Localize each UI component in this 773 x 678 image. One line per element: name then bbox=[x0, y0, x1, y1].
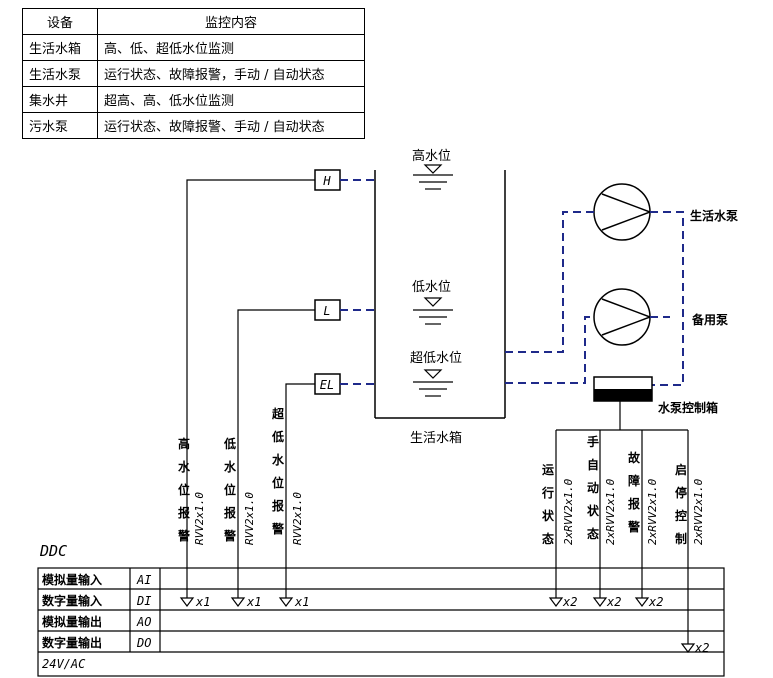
table-cell-device: 生活水箱 bbox=[22, 34, 98, 61]
table-header-content: 监控内容 bbox=[97, 8, 365, 35]
terminal-multiplier: x1 bbox=[195, 595, 210, 609]
io-row-name: 数字量输出 bbox=[42, 635, 102, 650]
signal-label: 高 水 位 报 警 bbox=[177, 436, 194, 543]
sensor-high: H bbox=[314, 169, 341, 191]
sensor-dashed-links bbox=[340, 179, 375, 385]
pump-main bbox=[593, 183, 653, 241]
ddc-label: DDC bbox=[39, 542, 67, 560]
cable-label: 2xRVV2x1.0 bbox=[604, 478, 617, 545]
cable-label: 2xRVV2x1.0 bbox=[692, 478, 705, 545]
ddc-io-rows: 模拟量输入 AI 数字量输入 DI 模拟量输出 AO 数字量输出 DO 24V/… bbox=[42, 572, 151, 671]
cable-label: RVV2x1.0 bbox=[291, 492, 304, 545]
io-row-code: AI bbox=[136, 573, 151, 587]
io-row-name: 模拟量输入 bbox=[42, 572, 102, 587]
signal-labels: 高 水 位 报 警 低 水 位 报 警 超 低 水 位 报 警 运 行 状 态 bbox=[177, 406, 691, 546]
io-row-name: 模拟量输出 bbox=[42, 614, 102, 629]
terminal-multiplier: x1 bbox=[294, 595, 309, 609]
terminal-multiplier: x2 bbox=[648, 595, 663, 609]
table-header-row: 设备 监控内容 bbox=[22, 8, 365, 35]
table-row: 生活水泵 运行状态、故障报警，手动 / 自动状态 bbox=[22, 60, 365, 87]
level-symbol-low bbox=[413, 297, 453, 325]
table-cell-content: 超高、高、低水位监测 bbox=[97, 86, 365, 113]
terminal-multiplier: x2 bbox=[606, 595, 621, 609]
terminal-multipliers: x1 x1 x1 x2 x2 x2 x2 bbox=[195, 595, 709, 655]
tank-label: 生活水箱 bbox=[410, 430, 462, 446]
signal-label: 超 低 水 位 报 警 bbox=[271, 406, 288, 536]
table-header-device: 设备 bbox=[22, 8, 98, 35]
table-cell-device: 生活水泵 bbox=[22, 60, 98, 87]
level-symbol-ultra-low bbox=[413, 369, 453, 397]
cable-label: 2xRVV2x1.0 bbox=[562, 478, 575, 545]
io-row-code: AO bbox=[136, 615, 151, 629]
sensor-low-code: L bbox=[323, 304, 330, 318]
table-cell-content: 运行状态、故障报警、手动 / 自动状态 bbox=[97, 112, 365, 139]
signal-label: 运 行 状 态 bbox=[541, 463, 558, 546]
signal-label: 故 障 报 警 bbox=[627, 450, 644, 534]
terminal-multiplier: x2 bbox=[694, 641, 709, 655]
terminal-multiplier: x2 bbox=[562, 595, 577, 609]
cable-label: RVV2x1.0 bbox=[193, 492, 206, 545]
table-cell-content: 高、低、超低水位监测 bbox=[97, 34, 365, 61]
cable-label: RVV2x1.0 bbox=[243, 492, 256, 545]
terminal-markers bbox=[179, 597, 696, 653]
level-label-ultra-low: 超低水位 bbox=[410, 351, 462, 366]
pump-main-label: 生活水泵 bbox=[690, 208, 738, 223]
table-row: 集水井 超高、高、低水位监测 bbox=[22, 86, 365, 113]
top-cropped-text-strip bbox=[0, 0, 773, 6]
cable-labels: RVV2x1.0 RVV2x1.0 RVV2x1.0 2xRVV2x1.0 2x… bbox=[193, 478, 705, 545]
io-row-name: 数字量输入 bbox=[42, 593, 102, 608]
ddc-io-table bbox=[37, 567, 725, 677]
pump-standby-label: 备用泵 bbox=[691, 312, 728, 327]
power-label: 24V/AC bbox=[42, 657, 86, 671]
signal-label: 低 水 位 报 警 bbox=[223, 436, 240, 543]
control-box-bus bbox=[555, 401, 689, 644]
sensor-low: L bbox=[314, 299, 341, 321]
terminal-multiplier: x1 bbox=[246, 595, 261, 609]
level-label-low: 低水位 bbox=[412, 280, 451, 295]
table-row: 生活水箱 高、低、超低水位监测 bbox=[22, 34, 365, 61]
monitoring-table: 设备 监控内容 生活水箱 高、低、超低水位监测 生活水泵 运行状态、故障报警，手… bbox=[22, 8, 365, 139]
cable-label: 2xRVV2x1.0 bbox=[646, 478, 659, 545]
signal-label: 启 停 控 制 bbox=[675, 462, 691, 546]
table-cell-content: 运行状态、故障报警，手动 / 自动状态 bbox=[97, 60, 365, 87]
io-row-code: DI bbox=[136, 594, 151, 608]
io-row-code: DO bbox=[136, 636, 151, 650]
sensor-ultra-low: EL bbox=[314, 373, 341, 395]
level-label-high: 高水位 bbox=[412, 148, 451, 164]
control-box bbox=[593, 376, 653, 402]
pump-dashed-piping bbox=[505, 211, 684, 386]
level-symbol-high bbox=[413, 164, 453, 190]
sensor-ultra-low-code: EL bbox=[320, 378, 334, 392]
table-row: 污水泵 运行状态、故障报警、手动 / 自动状态 bbox=[22, 112, 365, 139]
table-cell-device: 污水泵 bbox=[22, 112, 98, 139]
signal-label: 手 自 动 状 态 bbox=[587, 434, 603, 541]
control-box-label: 水泵控制箱 bbox=[658, 400, 718, 415]
sensor-wires bbox=[186, 179, 315, 598]
sensor-high-code: H bbox=[322, 174, 331, 188]
table-cell-device: 集水井 bbox=[22, 86, 98, 113]
water-tank bbox=[374, 170, 506, 419]
pump-standby bbox=[593, 288, 653, 346]
